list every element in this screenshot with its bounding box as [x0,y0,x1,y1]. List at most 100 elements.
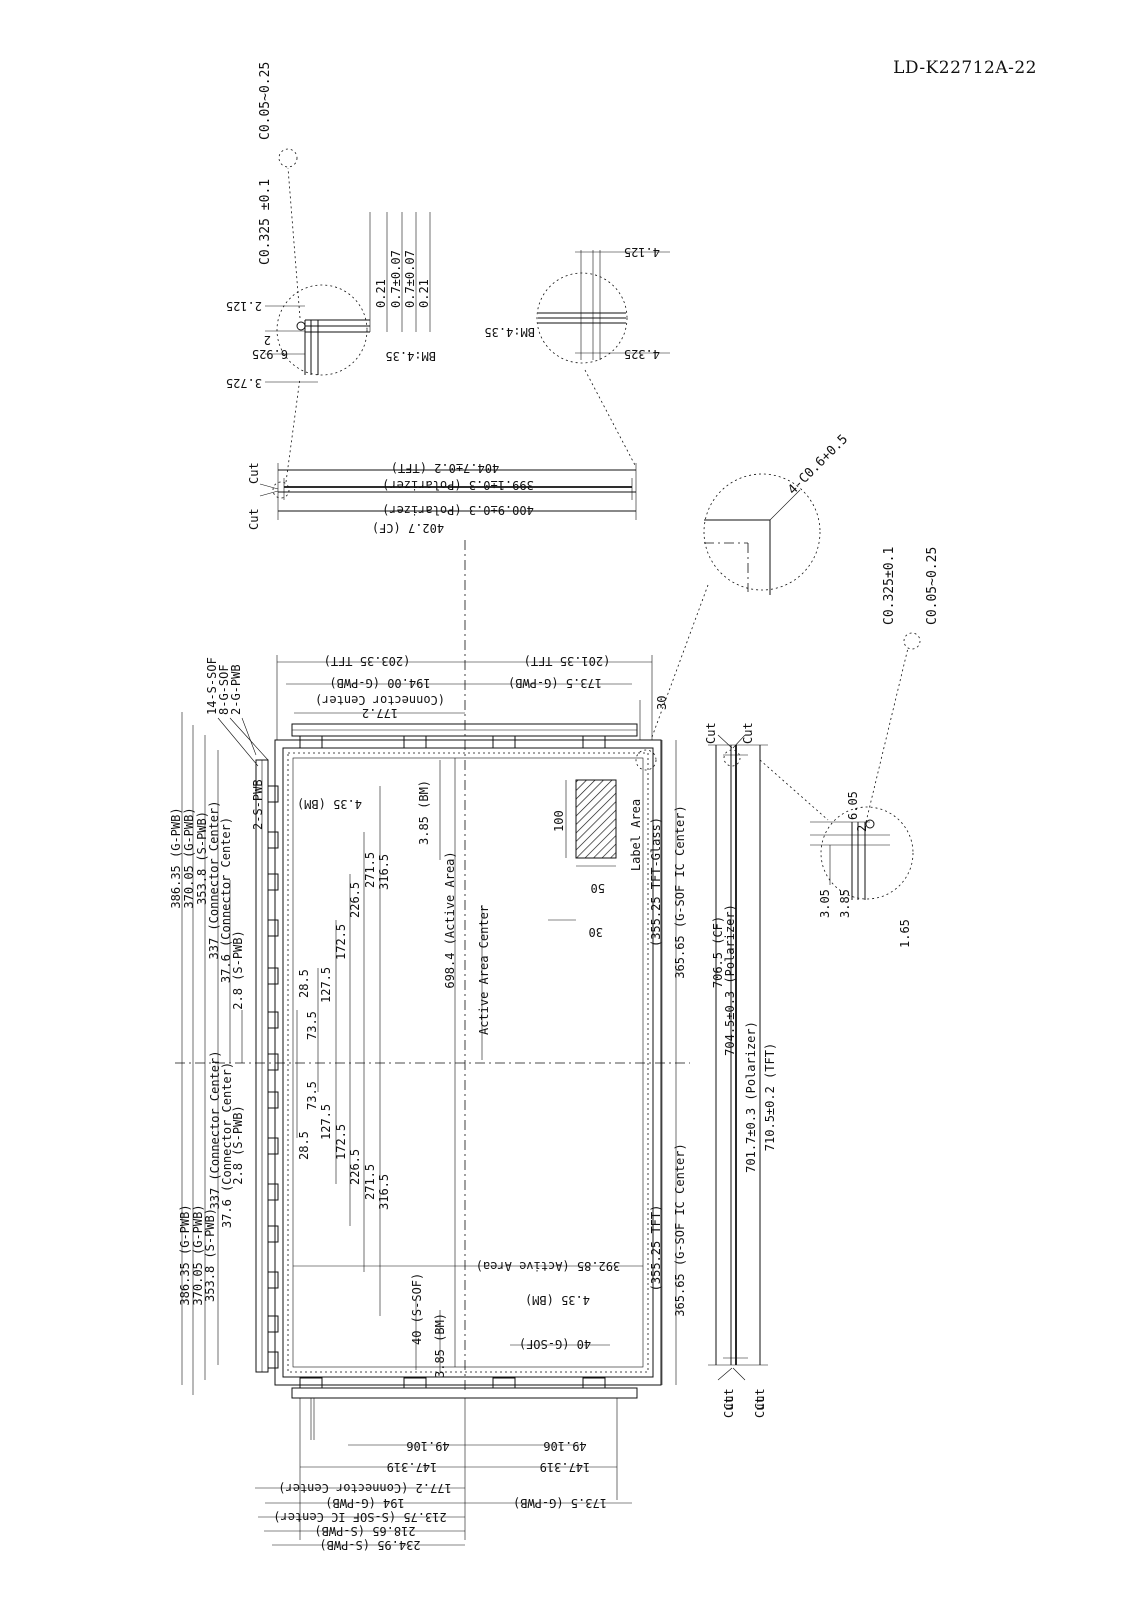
label-area-width: 100 [552,810,566,832]
dimension-label: 353.8 (S-PWB) [195,811,209,905]
dimension-label: 704.5±0.3 (Polarizer) [723,904,737,1056]
left-sof-connectors [267,785,279,1369]
dimension-label: 370.05 (G-PWB) [191,1204,205,1305]
component-label: 2-G-PWB [229,664,243,715]
dimension-label: 4.325 [624,347,660,361]
dimension-label: 177.2 (Connector Center) [278,1481,451,1495]
dimension-label: 386.35 (G-PWB) [178,1204,192,1305]
dimension-label: 0.7±0.07 [389,250,403,308]
pitch-label: 316.5 [377,1174,391,1210]
dimension-label: 213.75 (S-SOF IC Center) [273,1510,446,1524]
chamfer-label: C0.05~0.25 [925,547,940,625]
cut-label: Cut [722,1388,736,1410]
dimension-label: 194 (G-PWB) [325,1496,404,1510]
dimension-label: 37.6 (Connector Center) [219,817,233,983]
dimension-label: 218.65 (S-PWB) [314,1524,415,1538]
dimension-label: BM:4.35 [385,349,436,363]
cut-label: Cut [741,722,755,744]
dimension-label: 1.65 [898,919,912,948]
dimension-label: 3.85 [838,889,852,918]
dimension-label: 706.5 (CF) [711,916,725,988]
dimension-label: 365.65 (G-SOF IC Center) [673,805,687,978]
pitch-label: 226.5 [348,882,362,918]
dimension-label: 370.05 (G-PWB) [182,807,196,908]
dimension-label: 399.1±0.3 (Polarizer) [382,478,534,492]
dimension-label: 173.5 (G-PWB) [513,1496,607,1510]
dimension-label: 402.7 (CF) [372,521,444,535]
dimension-label: (355.25 TFT-Glass) [649,817,663,947]
dimension-label: 0.7±0.07 [403,250,417,308]
g-sof-label: 40 (G-SOF) [519,1337,591,1351]
dimension-label: (201.35 TFT) [524,654,611,668]
pitch-label: 316.5 [377,854,391,890]
dimension-label: 30 [655,696,669,710]
chamfer-label: C0.05~0.25 [258,62,273,140]
dimension-label: 701.7±0.3 (Polarizer) [744,1021,758,1173]
chamfer-label: C0.325±0.1 [882,547,897,625]
bm-label: 4.35 (BM) [525,1293,590,1307]
dimension-label: 2.8 (S-PWB) [231,1105,245,1184]
dimension-label: 2.8 (S-PWB) [231,930,245,1009]
dimension-label: 0.21 [374,279,388,308]
pitch-label: 28.5 [297,1131,311,1160]
dimension-label: 194.00 (G-PWB) [329,676,430,690]
dimension-label: 365.65 (G-SOF IC Center) [673,1143,687,1316]
dimension-label: 710.5±0.2 (TFT) [763,1043,777,1151]
component-label: 14-S-SOF [205,657,219,715]
dimension-label: 337 (Connector Center) [207,801,221,960]
dimension-label: (203.35 TFT) [324,654,411,668]
cut-label: Cut [753,1396,767,1418]
detail-top-mid: 4.125 BM:4.35 4.325 [484,245,670,468]
cut-label: Cut [722,1396,736,1418]
dimension-label: 353.8 (S-PWB) [203,1208,217,1302]
dimension-label: (355.25 TFT) [649,1205,663,1292]
corner-detail: 4-C0.6+0.5 [651,432,851,738]
pitch-label: 226.5 [348,1149,362,1185]
component-label: 8-G-SOF [217,664,231,715]
pitch-label: 28.5 [297,969,311,998]
bottom-dimensions: 49.106 49.106 147.319 147.319 177.2 (Con… [255,1396,767,1552]
detail-right: C0.325±0.1 C0.05~0.25 6.05 2 3.05 3.85 1… [810,547,940,948]
dimension-label: 337 (Connector Center) [208,1051,222,1210]
document-id: LD-K22712A-22 [893,58,1037,78]
dimension-label: BM:4.35 [484,325,535,339]
dimension-label: 147.319 [387,1460,438,1474]
dimension-label: (Connector Center) [315,693,445,707]
label-area-offset: 30 [589,925,603,939]
bm-label: 3.85 (BM) [417,780,431,845]
dimension-label: 37.6 (Connector Center) [220,1062,234,1228]
dimension-label: 2.125 [226,299,262,313]
label-area-height: 50 [591,881,605,895]
dimension-label: 2 [264,333,271,347]
active-area-center-label: Active Area Center [477,905,491,1035]
pitch-label: 271.5 [363,852,377,888]
s-sof-label: 40 (S-SOF) [410,1273,424,1345]
chamfer-label: C0.325 ±0.1 [258,179,273,265]
dimension-label: 6.925 [252,347,288,361]
right-edge-view: 706.5 (CF) 704.5±0.3 (Polarizer) 701.7±0… [704,722,829,1410]
dimension-label: 6.05 [846,791,860,820]
top-edge-view: 404.7±0.2 (TFT) 399.1±0.3 (Polarizer) 40… [247,377,637,535]
pitch-label: 172.5 [334,1124,348,1160]
label-area-text: Label Area [629,799,643,871]
dimension-label: 177.2 [362,706,398,720]
dimension-label: 2 [855,825,869,832]
pitch-label: 73.5 [305,1011,319,1040]
cut-label: Cut [247,508,261,530]
component-label: 2-S-PWB [251,779,265,830]
dimension-label: 0.21 [417,279,431,308]
pitch-label: 127.5 [319,967,333,1003]
dimension-label: 3.725 [226,376,262,390]
dimension-label: 404.7±0.2 (TFT) [391,461,499,475]
dimension-label: 173.5 (G-PWB) [508,676,602,690]
dimension-label: 3.05 [818,889,832,918]
pitch-label: 172.5 [334,924,348,960]
pitch-label: 271.5 [363,1164,377,1200]
dimension-label: 49.106 [406,1439,449,1453]
dimension-label: 4.125 [624,245,660,259]
dimension-label: 49.106 [543,1439,586,1453]
cut-label: Cut [704,722,718,744]
dimension-label: 234.95 (S-PWB) [319,1538,420,1552]
cut-label: Cut [753,1388,767,1410]
